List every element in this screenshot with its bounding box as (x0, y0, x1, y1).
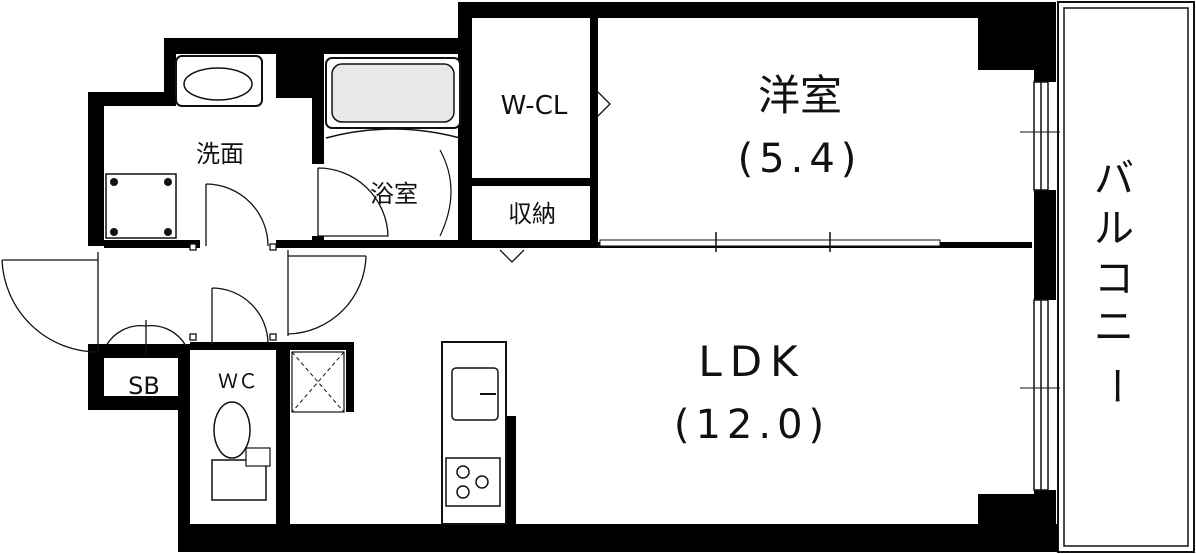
bathroom-label: 浴室 (370, 180, 418, 208)
bathtub-icon (325, 57, 461, 237)
kitchen-counter (441, 341, 507, 525)
windows (1020, 81, 1060, 491)
balcony-area (1057, 1, 1195, 553)
washing-machine-pan-icon (105, 173, 177, 239)
balcony-char: コ (1094, 256, 1134, 302)
ldk-name: LDK (698, 337, 805, 386)
balcony-char: ー (1091, 366, 1137, 406)
washroom-label: 洗面 (196, 140, 244, 168)
western-room-size: (5.4) (738, 136, 863, 182)
balcony-char: ニ (1094, 304, 1134, 350)
ldk-size: (12.0) (674, 402, 830, 448)
balcony-char: ル (1094, 206, 1134, 252)
balcony-label: バ ル コ ニ ー (1091, 156, 1137, 406)
storage-label: 収納 (508, 200, 556, 228)
toilet-label: ＷＣ (218, 369, 258, 393)
washbasin-icon (175, 55, 263, 107)
shoe-box-label: SB (128, 372, 160, 400)
walk-in-closet-label: W-CL (501, 91, 568, 121)
balcony-char: バ (1094, 156, 1134, 202)
doors (1, 91, 611, 356)
toilet-icon (211, 401, 271, 501)
sliding-partition (599, 232, 941, 252)
western-room-name: 洋室 (758, 71, 842, 120)
storage-x-box (291, 351, 345, 413)
